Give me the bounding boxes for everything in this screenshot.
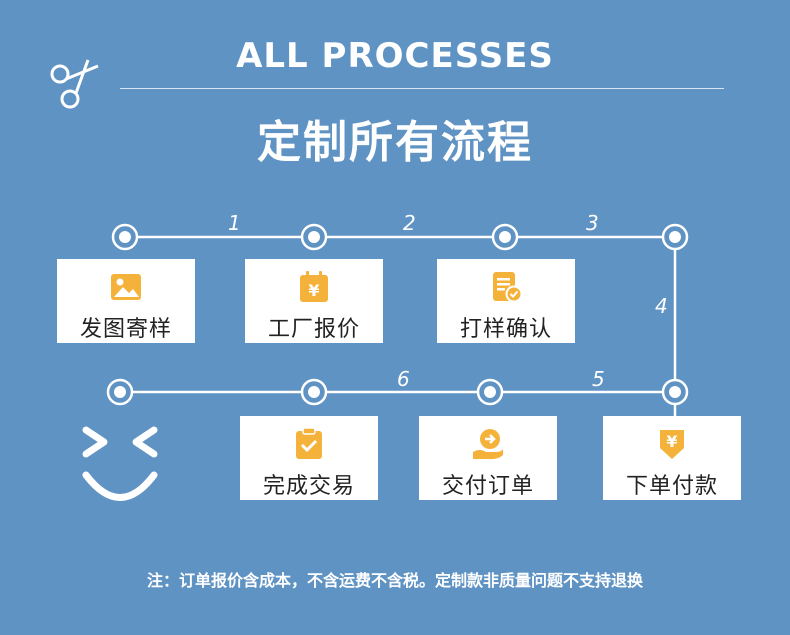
hand-arrow-icon: [473, 429, 503, 460]
step-number-2: 2: [403, 211, 416, 235]
flow-node: [491, 223, 519, 251]
step-card-send-sample: 发图寄样: [57, 259, 195, 343]
step-number-1: 1: [228, 211, 241, 235]
step-label: 交付订单: [441, 474, 534, 499]
clipboard-check-icon: [296, 427, 322, 459]
flow-node: [661, 378, 689, 406]
step-card-factory-quote: ¥ 工厂报价: [245, 259, 383, 343]
step-label: 打样确认: [459, 317, 552, 342]
smiley-face-icon: [82, 426, 158, 501]
flow-node: [300, 378, 328, 406]
document-check-icon: [493, 272, 523, 303]
flow-node: [476, 378, 504, 406]
flow-node: [300, 223, 328, 251]
step-card-complete-deal: 完成交易: [240, 416, 378, 500]
header-divider: [120, 88, 724, 89]
yen-calendar-icon: ¥: [300, 271, 328, 302]
title-english: ALL PROCESSES: [236, 36, 554, 76]
step-number-5: 5: [592, 367, 605, 391]
step-label: 发图寄样: [79, 317, 172, 342]
svg-text:¥: ¥: [308, 281, 319, 300]
step-label: 下单付款: [625, 474, 718, 499]
image-icon: [111, 274, 141, 300]
yen-download-icon: ¥: [660, 430, 684, 459]
step-card-order-pay: ¥ 下单付款: [603, 416, 741, 500]
svg-text:¥: ¥: [666, 432, 677, 451]
flow-node: [111, 223, 139, 251]
step-number-3: 3: [586, 211, 599, 235]
footnote: 注：订单报价含成本，不含运费不含税。定制款非质量问题不支持退换: [146, 571, 643, 590]
step-label: 完成交易: [262, 474, 355, 499]
step-card-sample-confirm: 打样确认: [437, 259, 575, 343]
step-card-deliver-order: 交付订单: [419, 416, 557, 500]
step-label: 工厂报价: [267, 317, 360, 342]
flow-node: [106, 378, 134, 406]
step-number-6: 6: [397, 367, 410, 391]
flow-node: [661, 223, 689, 251]
scissors-icon: [50, 59, 99, 109]
title-chinese: 定制所有流程: [257, 117, 533, 168]
step-number-4: 4: [655, 294, 668, 318]
